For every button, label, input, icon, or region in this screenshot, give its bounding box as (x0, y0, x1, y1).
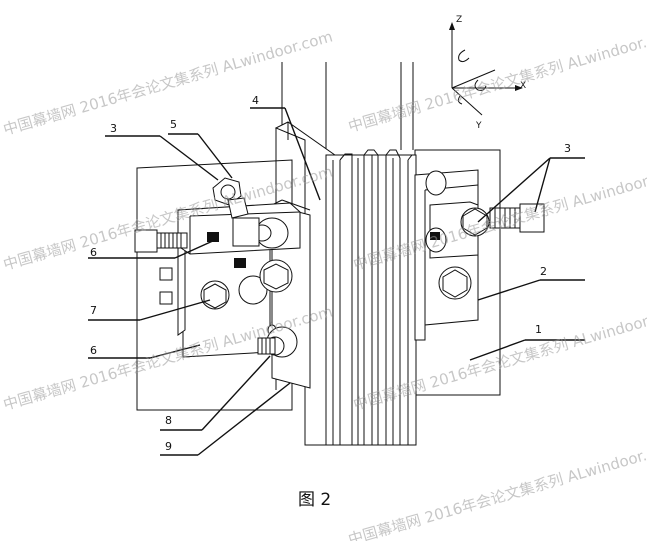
watermark: 中国幕墙网 2016年会论文集系列 ALwindoor.com (346, 437, 647, 541)
left-bracket-assembly (134, 177, 311, 389)
callout-left-5: 5 (170, 118, 177, 131)
right-bracket-assembly (414, 169, 545, 341)
callout-left-4: 4 (252, 94, 259, 107)
callout-right-2: 2 (540, 265, 547, 278)
callout-left-9: 9 (165, 440, 172, 453)
callout-left-3: 3 (110, 122, 117, 135)
callout-right-1: 1 (535, 323, 542, 336)
coordinate-axes: Z X Y (449, 15, 526, 131)
callout-right-3: 3 (564, 142, 571, 155)
leader-lines (88, 107, 585, 456)
callout-left-7: 7 (90, 304, 97, 317)
callout-left-6b: 6 (90, 344, 97, 357)
watermark: 中国幕墙网 2016年会论文集系列 ALwindoor.com (1, 27, 334, 139)
callout-left-8: 8 (165, 414, 172, 427)
axis-label-y: Y (475, 121, 482, 131)
axis-label-x: X (520, 81, 526, 91)
background-guides (281, 62, 414, 160)
vertical-mullion (274, 121, 417, 446)
watermark: 中国幕墙网 2016年会论文集系列 ALwindoor.com (346, 24, 647, 136)
callout-labels: 3 5 4 6 7 6 8 9 3 2 1 (90, 94, 571, 453)
axis-label-z: Z (456, 15, 462, 25)
callout-left-6a: 6 (90, 246, 97, 259)
figure-caption: 图 2 (298, 490, 331, 510)
